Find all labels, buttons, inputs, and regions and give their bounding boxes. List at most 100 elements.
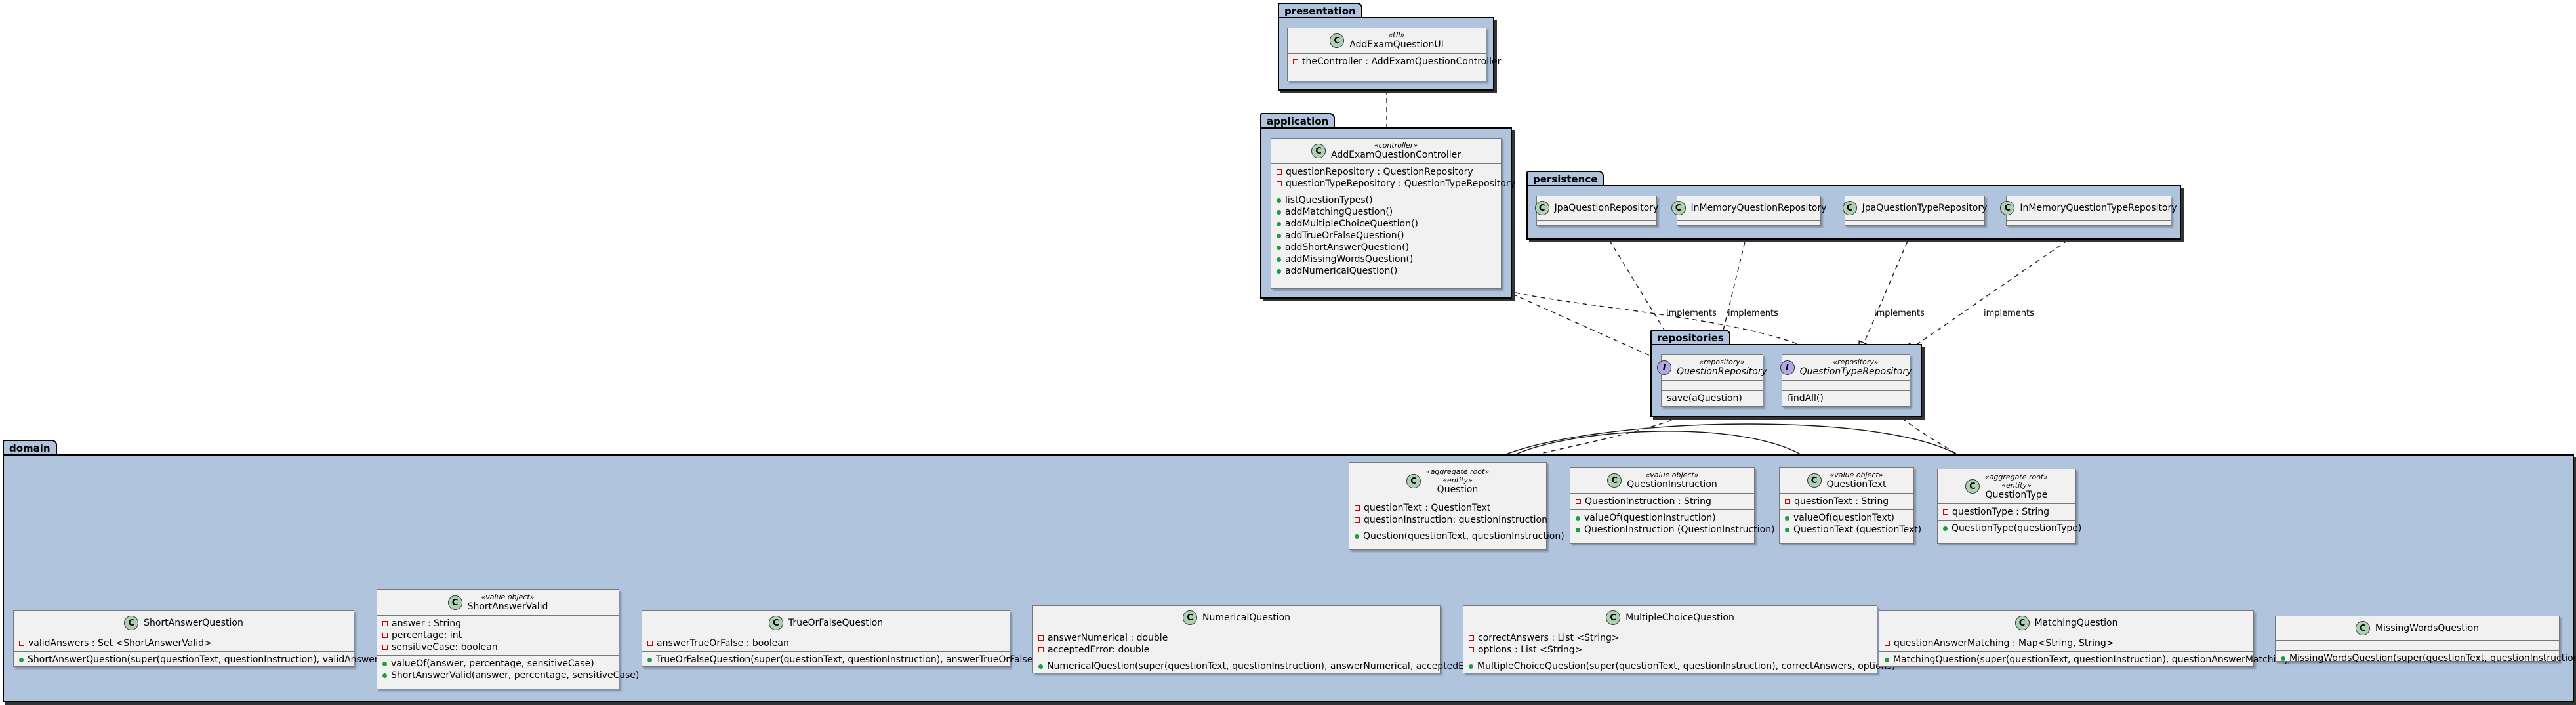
field: questionRepository : QuestionRepository: [1286, 167, 1473, 177]
public-method-icon: [2281, 656, 2285, 661]
field: answer : String: [392, 618, 461, 629]
class-icon: C: [1965, 479, 1980, 494]
fields-section: answerTrueOrFalse : boolean: [642, 635, 1010, 651]
class-in-memory-question-repository[interactable]: C InMemoryQuestionRepository: [1671, 196, 1827, 226]
field: answerNumerical : double: [1048, 633, 1168, 643]
field: questionText : QuestionText: [1364, 503, 1491, 513]
class-stereotype: «value object»: [481, 593, 535, 601]
class-multiple-choice-question[interactable]: C MultipleChoiceQuestion correctAnswers …: [1463, 605, 1895, 674]
edge-label-implements: implements: [1666, 309, 1717, 318]
class-jpa-question-type-repository[interactable]: C JpaQuestionTypeRepository: [1842, 196, 1987, 226]
public-method-icon: [1038, 664, 1043, 669]
class-question-instruction[interactable]: C «value object» QuestionInstruction Que…: [1570, 467, 1774, 544]
method: QuestionText (questionText): [1793, 524, 1922, 535]
class-jpa-question-repository[interactable]: C JpaQuestionRepository: [1534, 196, 1659, 226]
realization-in-memory-question-type-repository: [1902, 225, 2089, 354]
methods-section: ShortAnswerQuestion(super(questionText, …: [14, 651, 386, 668]
class-matching-question[interactable]: C MatchingQuestion questionAnswerMatchin…: [1879, 610, 2291, 668]
realization-jpa-question-type-repository: [1859, 225, 1915, 354]
package-label: domain: [3, 440, 57, 454]
class-name: InMemoryQuestionTypeRepository: [2020, 202, 2177, 213]
class-name: TrueOrFalseQuestion: [788, 617, 884, 628]
class-question[interactable]: C «aggregate root» «entity» Question que…: [1349, 462, 1564, 550]
fields-section: answerNumerical : double acceptedError: …: [1033, 630, 1440, 658]
class-icon: C: [1330, 33, 1345, 48]
methods-section: valueOf(questionText) QuestionText (ques…: [1780, 509, 1921, 538]
class-true-or-false-question[interactable]: C TrueOrFalseQuestion answerTrueOrFalse …: [642, 610, 1036, 667]
fields-section: validAnswers : Set <ShortAnswerValid>: [14, 635, 354, 651]
public-method-icon: [1277, 245, 1281, 250]
class-name: InMemoryQuestionRepository: [1690, 202, 1827, 213]
private-field-icon: [382, 645, 388, 650]
class-question-text[interactable]: C «value object» QuestionText questionTe…: [1779, 467, 1921, 544]
class-name: ShortAnswerQuestion: [144, 617, 243, 628]
class-in-memory-question-type-repository[interactable]: C InMemoryQuestionTypeRepository: [2000, 196, 2177, 226]
private-field-icon: [1038, 635, 1044, 641]
edge-label-implements: implements: [1728, 309, 1778, 318]
field: percentage: int: [392, 630, 462, 641]
fields-section: QuestionInstruction : String: [1570, 493, 1754, 509]
class-icon: C: [1606, 610, 1621, 625]
class-icon: C: [1671, 201, 1686, 215]
methods-section: MatchingQuestion(super(questionText, que…: [1879, 651, 2291, 668]
private-field-icon: [647, 641, 653, 646]
class-numerical-question[interactable]: C NumericalQuestion answerNumerical : do…: [1032, 605, 1484, 674]
class-name: AddExamQuestionController: [1331, 150, 1461, 160]
private-field-icon: [1469, 647, 1474, 652]
method: QuestionType(questionType): [1952, 523, 2082, 534]
class-name: ShortAnswerValid: [467, 601, 548, 612]
methods-section: [1288, 70, 1486, 79]
class-icon: C: [2000, 201, 2015, 215]
fields-section: questionText : String: [1780, 493, 1913, 509]
interface-question-type-repository[interactable]: I «repository» QuestionTypeRepository fi…: [1780, 354, 1912, 407]
field: validAnswers : Set <ShortAnswerValid>: [28, 638, 212, 649]
edge-label-implements: implements: [1874, 309, 1925, 318]
class-short-answer-valid[interactable]: C «value object» ShortAnswerValid answer…: [377, 589, 639, 689]
field: questionText : String: [1794, 496, 1889, 507]
class-name: AddExamQuestionUI: [1349, 39, 1444, 50]
methods-section: findAll(): [1782, 390, 1910, 406]
methods-section: listQuestionTypes() addMatchingQuestion(…: [1271, 192, 1501, 279]
package-label: application: [1260, 113, 1336, 127]
class-stereotype: «aggregate root»: [1984, 472, 2049, 481]
fields-section: correctAnswers : List <String> options :…: [1463, 630, 1877, 658]
class-icon: C: [1406, 474, 1421, 488]
class-name: MissingWordsQuestion: [2375, 622, 2480, 633]
class-name: QuestionTypeRepository: [1799, 366, 1912, 377]
field: sensitiveCase: boolean: [392, 642, 498, 652]
class-name: MultipleChoiceQuestion: [1625, 612, 1734, 623]
method: ShortAnswerValid(answer, percentage, sen…: [391, 670, 640, 681]
class-icon: C: [447, 595, 462, 610]
class-name: JpaQuestionRepository: [1554, 202, 1659, 213]
package-label: presentation: [1278, 3, 1362, 17]
class-name: Question: [1437, 484, 1479, 495]
methods-section: NumericalQuestion(super(questionText, qu…: [1033, 658, 1484, 674]
method: addShortAnswerQuestion(): [1285, 242, 1410, 253]
field: acceptedError: double: [1048, 645, 1150, 655]
class-add-exam-question-ui[interactable]: C «UI» AddExamQuestionUI theController :…: [1287, 28, 1501, 81]
class-short-answer-question[interactable]: C ShortAnswerQuestion validAnswers : Set…: [13, 610, 386, 668]
class-name: QuestionType: [1985, 489, 2048, 500]
interface-question-repository[interactable]: I «repository» QuestionRepository save(a…: [1657, 354, 1767, 407]
class-question-type[interactable]: C «aggregate root» «entity» QuestionType…: [1937, 469, 2081, 544]
method: addMatchingQuestion(): [1285, 207, 1393, 217]
field: answerTrueOrFalse : boolean: [657, 638, 789, 649]
methods-section: valueOf(questionInstruction) QuestionIns…: [1570, 509, 1774, 538]
edge-label-implements: implements: [1984, 309, 2034, 318]
class-stereotype: «aggregate root»: [1425, 467, 1490, 476]
class-stereotype: «entity»: [1442, 475, 1473, 484]
class-icon: C: [1607, 473, 1622, 488]
private-field-icon: [1885, 641, 1890, 646]
class-name: QuestionInstruction: [1627, 479, 1717, 490]
method: MissingWordsQuestion(super(questionText,…: [2289, 653, 2576, 664]
class-add-exam-question-controller[interactable]: C «controller» AddExamQuestionController…: [1271, 138, 1515, 289]
private-field-icon: [1277, 181, 1282, 186]
public-method-icon: [1277, 198, 1281, 203]
methods-section: valueOf(answer, percentage, sensitiveCas…: [377, 655, 639, 683]
methods-section: MultipleChoiceQuestion(super(questionTex…: [1463, 658, 1895, 674]
field: questionInstruction: questionInstruction: [1364, 515, 1547, 525]
public-method-icon: [382, 661, 387, 666]
public-method-icon: [1885, 657, 1889, 662]
class-icon: C: [2355, 621, 2370, 635]
class-missing-words-question[interactable]: C MissingWordsQuestion MissingWordsQuest…: [2275, 616, 2576, 664]
